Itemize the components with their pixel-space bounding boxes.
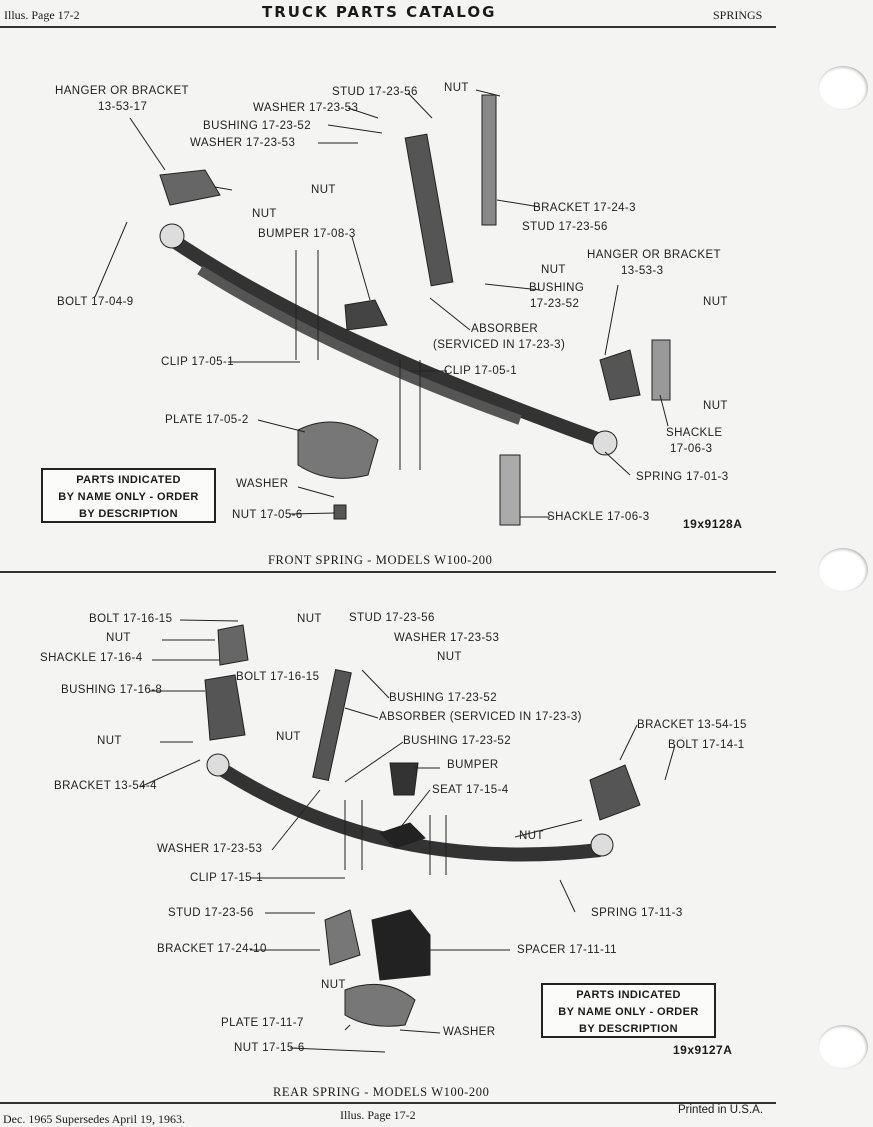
callout-label: 17-06-3 <box>670 443 713 455</box>
callout-label: CLIP 17-05-1 <box>161 356 234 368</box>
figure-caption: FRONT SPRING - MODELS W100-200 <box>268 553 493 567</box>
figure-id: 19x9127A <box>673 1043 733 1057</box>
order-note-line: BY NAME ONLY - ORDER <box>558 1006 699 1018</box>
callout-label: NUT <box>437 651 462 663</box>
punch-hole <box>818 1025 868 1069</box>
callout-label: PLATE 17-11-7 <box>221 1017 304 1029</box>
punch-hole <box>818 548 868 592</box>
callout-label: 13-53-3 <box>621 265 664 277</box>
callout-label: 13-53-17 <box>98 101 148 113</box>
order-note-box: PARTS INDICATED BY NAME ONLY - ORDER BY … <box>41 468 216 523</box>
callout-label: HANGER OR BRACKET <box>587 249 721 261</box>
order-note-line: PARTS INDICATED <box>76 474 181 486</box>
callout-label: CLIP 17-15-1 <box>190 872 263 884</box>
callout-label: NUT <box>106 632 131 644</box>
callout-label: BUMPER 17-08-3 <box>258 228 356 240</box>
callout-label: (SERVICED IN 17-23-3) <box>433 339 566 351</box>
callout-label: NUT 17-05-6 <box>232 509 303 521</box>
callout-label: BUSHING 17-16-8 <box>61 684 163 696</box>
page-title: TRUCK PARTS CATALOG <box>262 3 497 21</box>
header-divider <box>0 26 776 28</box>
order-note-line: BY NAME ONLY - ORDER <box>58 491 199 503</box>
callout-label: SHACKLE 17-16-4 <box>40 652 143 664</box>
callout-label: STUD 17-23-56 <box>349 612 435 624</box>
callout-label: NUT <box>519 830 544 842</box>
callout-label: ABSORBER (SERVICED IN 17-23-3) <box>379 711 582 723</box>
callout-label: BRACKET 13-54-15 <box>637 719 747 731</box>
callout-label: HANGER OR BRACKET <box>55 85 189 97</box>
callout-label: SPRING 17-01-3 <box>636 471 729 483</box>
callout-label: NUT <box>703 296 728 308</box>
callout-label: WASHER 17-23-53 <box>190 137 296 149</box>
callout-label: NUT <box>321 979 346 991</box>
callout-label: BUSHING 17-23-52 <box>203 120 312 132</box>
footer-printed: Printed in U.S.A. <box>678 1104 764 1116</box>
callout-label: BUSHING <box>529 282 585 294</box>
callout-label: BUSHING 17-23-52 <box>389 692 498 704</box>
page-ref: Illus. Page 17-2 <box>4 8 80 22</box>
footer-page-ref: Illus. Page 17-2 <box>340 1108 416 1122</box>
order-note-line: BY DESCRIPTION <box>579 1023 678 1035</box>
callout-label: NUT <box>703 400 728 412</box>
callout-label: NUT <box>252 208 277 220</box>
callout-label: NUT <box>541 264 566 276</box>
figure-id: 19x9128A <box>683 517 743 531</box>
callout-label: BOLT 17-04-9 <box>57 296 134 308</box>
callout-label: WASHER 17-23-53 <box>253 102 359 114</box>
callout-label: BUMPER <box>447 759 499 771</box>
footer-date: Dec. 1965 Supersedes April 19, 1963. <box>3 1112 185 1126</box>
callout-label: WASHER <box>443 1026 496 1038</box>
order-note-line: PARTS INDICATED <box>576 989 681 1001</box>
callout-label: WASHER 17-23-53 <box>157 843 263 855</box>
callout-label: SHACKLE 17-06-3 <box>547 511 650 523</box>
callout-label: STUD 17-23-56 <box>168 907 254 919</box>
callout-label: NUT <box>444 82 469 94</box>
figure-caption: REAR SPRING - MODELS W100-200 <box>273 1085 490 1099</box>
callout-label: NUT 17-15-6 <box>234 1042 305 1054</box>
callout-label: PLATE 17-05-2 <box>165 414 249 426</box>
callout-label: STUD 17-23-56 <box>332 86 418 98</box>
callout-label: BOLT 17-14-1 <box>668 739 745 751</box>
callout-label: SPACER 17-11-11 <box>517 944 617 956</box>
callout-label: NUT <box>276 731 301 743</box>
order-note-line: BY DESCRIPTION <box>79 508 178 520</box>
section-name: SPRINGS <box>713 8 763 22</box>
callout-label: SHACKLE <box>666 427 723 439</box>
callout-label: 17-23-52 <box>530 298 580 310</box>
order-note-box: PARTS INDICATED BY NAME ONLY - ORDER BY … <box>541 983 716 1038</box>
callout-label: BUSHING 17-23-52 <box>403 735 512 747</box>
callout-label: BRACKET 17-24-10 <box>157 943 267 955</box>
callout-label: WASHER 17-23-53 <box>394 632 500 644</box>
callout-label: BOLT 17-16-15 <box>236 671 320 683</box>
callout-label: BRACKET 13-54-4 <box>54 780 157 792</box>
callout-label: NUT <box>97 735 122 747</box>
callout-label: SEAT 17-15-4 <box>432 784 509 796</box>
callout-label: BOLT 17-16-15 <box>89 613 173 625</box>
section-divider <box>0 571 776 573</box>
callout-label: NUT <box>311 184 336 196</box>
callout-label: WASHER <box>236 478 289 490</box>
callout-label: NUT <box>297 613 322 625</box>
callout-label: STUD 17-23-56 <box>522 221 608 233</box>
punch-hole <box>818 66 868 110</box>
callout-label: SPRING 17-11-3 <box>591 907 683 919</box>
callout-label: ABSORBER <box>471 323 539 335</box>
callout-label: CLIP 17-05-1 <box>444 365 517 377</box>
callout-label: BRACKET 17-24-3 <box>533 202 636 214</box>
footer-divider <box>0 1102 776 1104</box>
